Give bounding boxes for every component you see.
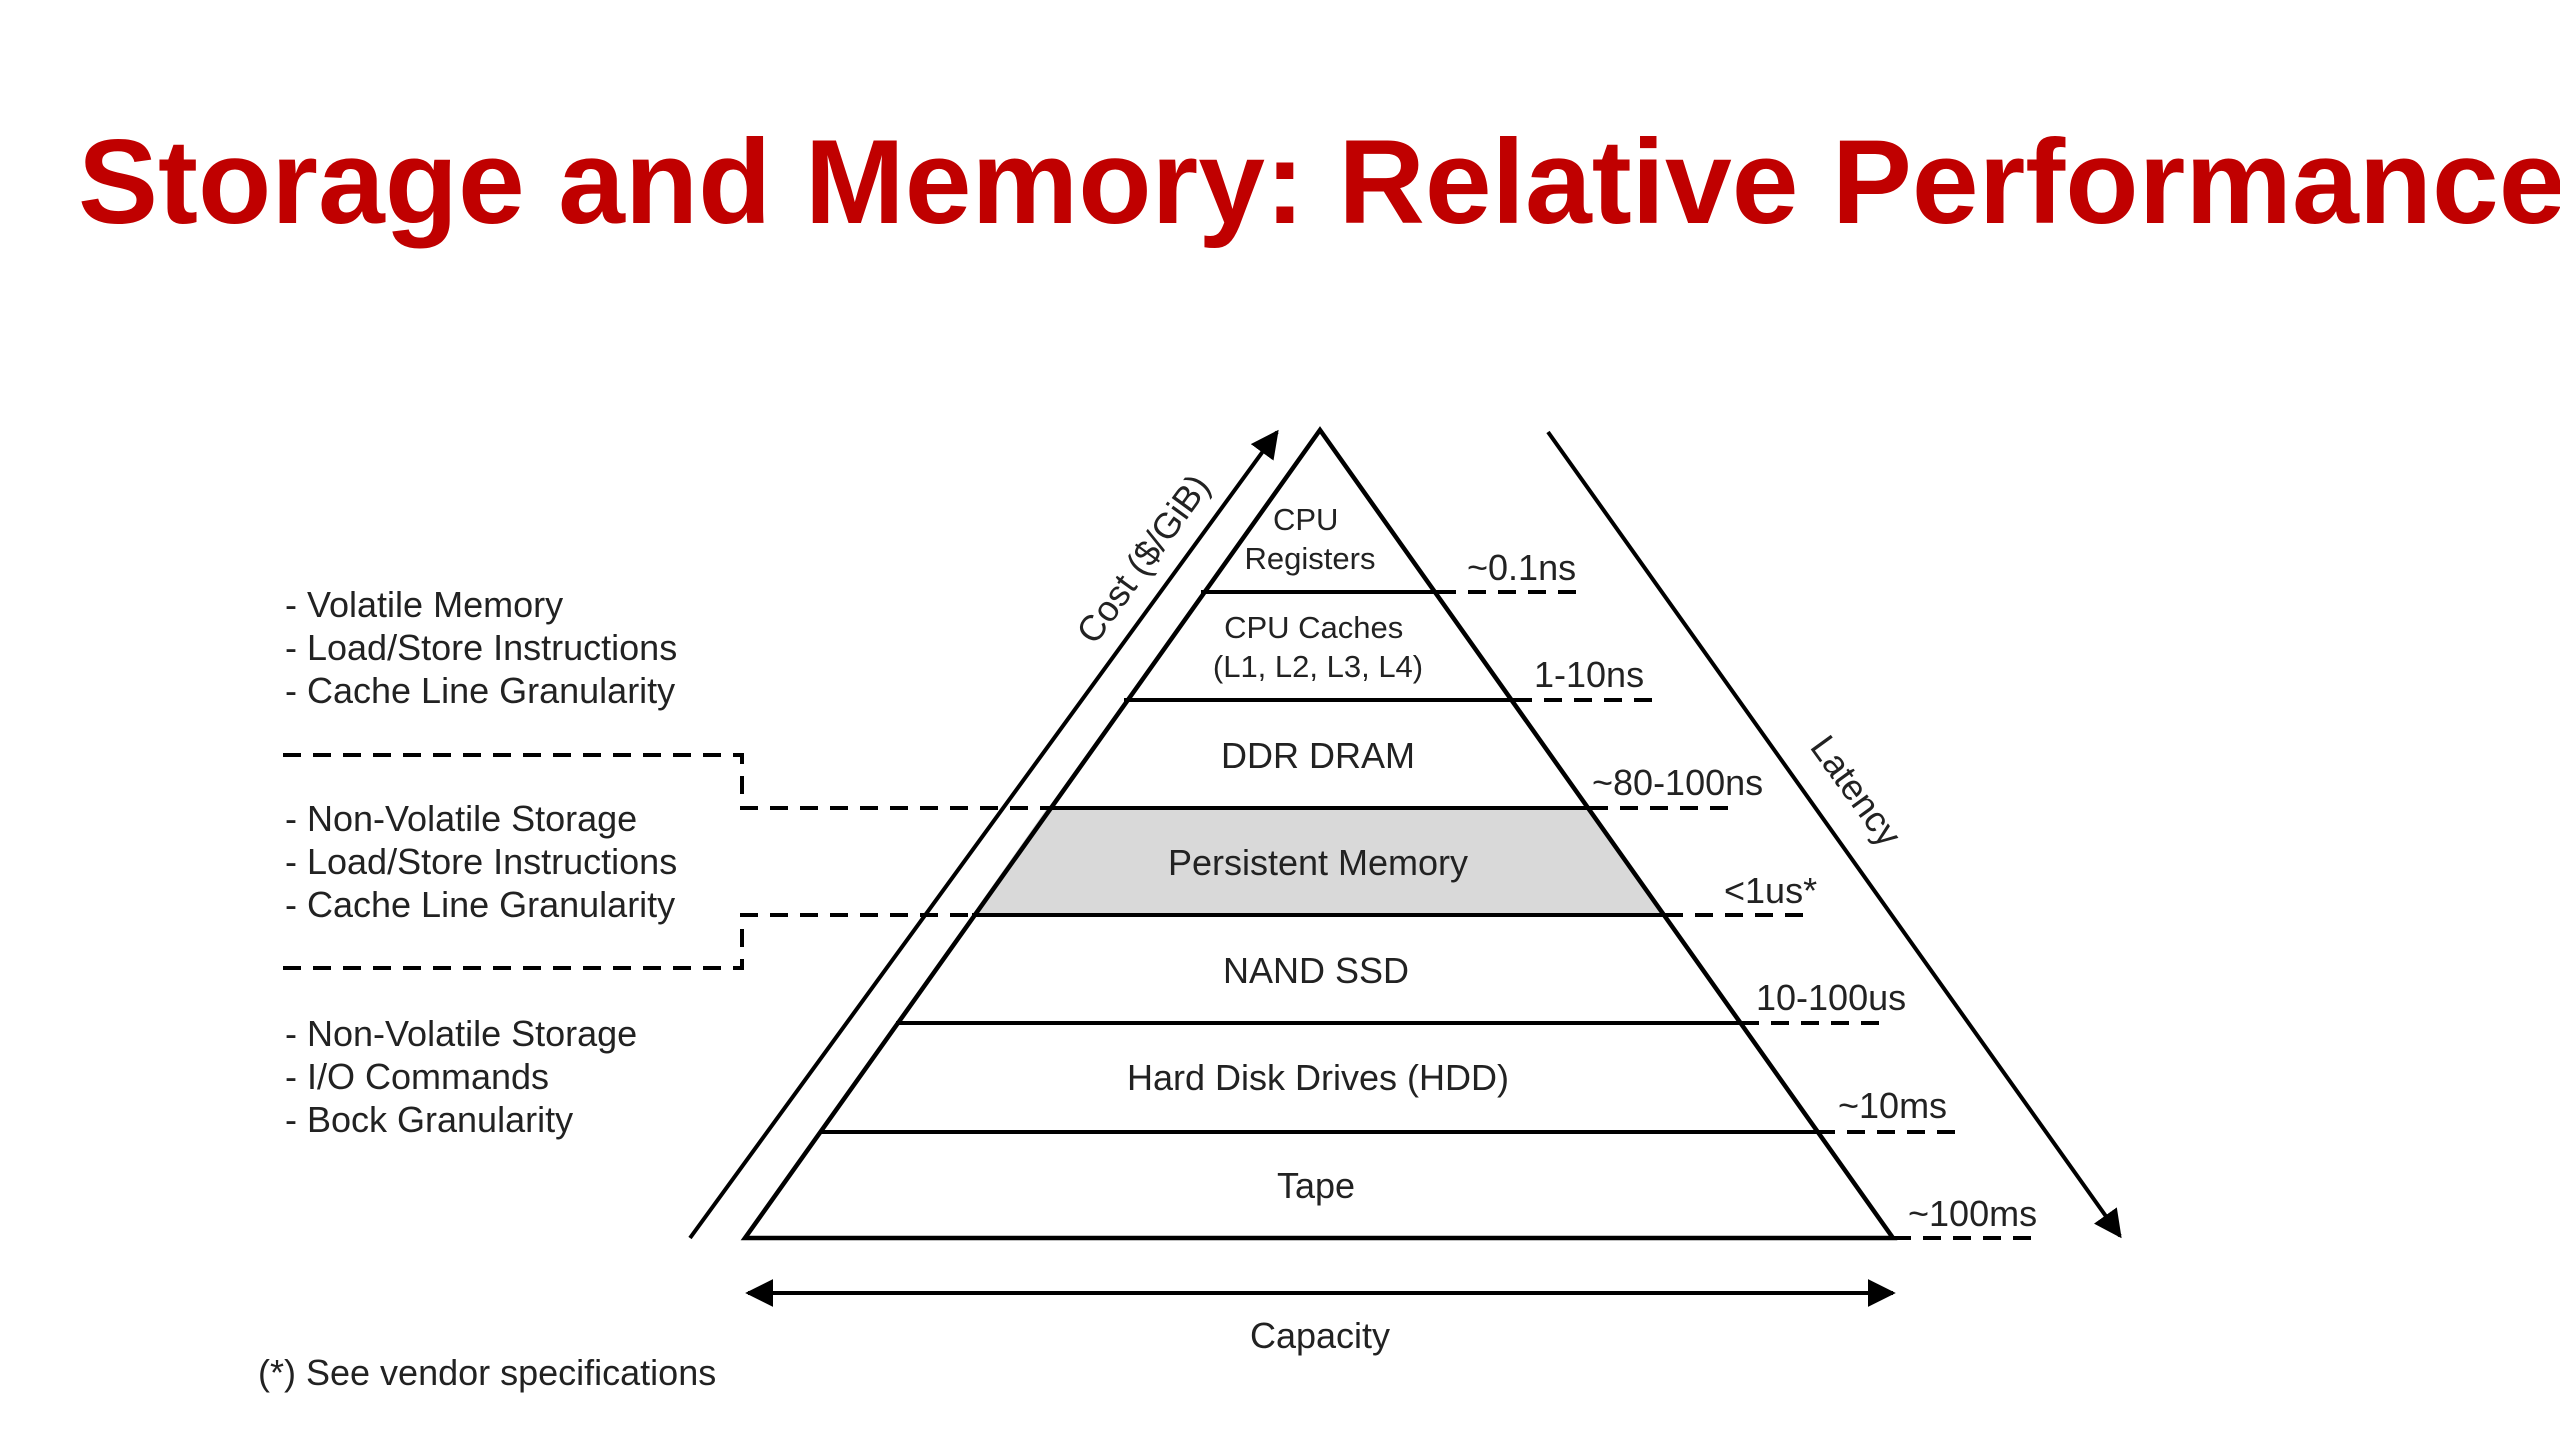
group-line: - Load/Store Instructions xyxy=(285,841,678,882)
latency-axis-label: Latency xyxy=(1802,728,1909,854)
group-line: - Cache Line Granularity xyxy=(285,884,676,925)
latency-label-registers: ~0.1ns xyxy=(1467,547,1576,588)
tier-label-ddr-dram: DDR DRAM xyxy=(1221,735,1415,776)
tier-labels: CPU Registers CPU Caches (L1, L2, L3, L4… xyxy=(1127,502,1509,1206)
tier-label-cpu-caches: CPU Caches (L1, L2, L3, L4) xyxy=(1213,610,1423,684)
group-separator-1 xyxy=(283,753,1047,810)
latency-label-persistent: <1us* xyxy=(1724,870,1817,911)
tier-label-hdd: Hard Disk Drives (HDD) xyxy=(1127,1057,1509,1098)
group-separators xyxy=(283,753,1047,970)
cost-arrow xyxy=(688,429,1279,1240)
page-title: Storage and Memory: Relative Performance xyxy=(78,115,2560,249)
group-line: - Non-Volatile Storage xyxy=(285,1013,638,1054)
tier-label-tape: Tape xyxy=(1277,1165,1355,1206)
pyramid-outline xyxy=(740,426,1898,1241)
latency-label-caches: 1-10ns xyxy=(1534,654,1644,695)
latency-label-dram: ~80-100ns xyxy=(1592,762,1763,803)
group-line: - Non-Volatile Storage xyxy=(285,798,638,839)
group-line: - Load/Store Instructions xyxy=(285,627,678,668)
latency-label-hdd: ~10ms xyxy=(1838,1085,1947,1126)
capacity-axis-label: Capacity xyxy=(1250,1315,1390,1356)
group-notes-persistent: - Non-Volatile Storage - Load/Store Inst… xyxy=(285,797,677,926)
persistent-memory-tier-fill xyxy=(972,808,1665,915)
tier-label-persistent-memory: Persistent Memory xyxy=(1168,842,1468,883)
cost-axis-label: Cost ($/GiB) xyxy=(1068,466,1218,650)
group-line: - Bock Granularity xyxy=(285,1099,574,1140)
footnote: (*) See vendor specifications xyxy=(258,1352,717,1393)
latency-label-tape: ~100ms xyxy=(1908,1193,2037,1234)
group-line: - I/O Commands xyxy=(285,1056,550,1097)
group-line: - Volatile Memory xyxy=(285,584,564,625)
latency-labels: ~0.1ns 1-10ns ~80-100ns <1us* 10-100us ~… xyxy=(1467,547,2037,1234)
latency-label-ssd: 10-100us xyxy=(1756,977,1906,1018)
latency-arrow xyxy=(1546,430,2122,1239)
group-notes-block-storage: - Non-Volatile Storage - I/O Commands - … xyxy=(285,1012,637,1141)
latency-leaders xyxy=(1438,590,2040,1240)
tier-label-cpu-registers: CPU Registers xyxy=(1245,502,1376,576)
tier-separators xyxy=(820,590,1817,1134)
tier-label-nand-ssd: NAND SSD xyxy=(1223,950,1409,991)
group-line: - Cache Line Granularity xyxy=(285,670,676,711)
group-separator-2 xyxy=(283,913,972,970)
group-notes-volatile: - Volatile Memory - Load/Store Instructi… xyxy=(285,583,677,712)
